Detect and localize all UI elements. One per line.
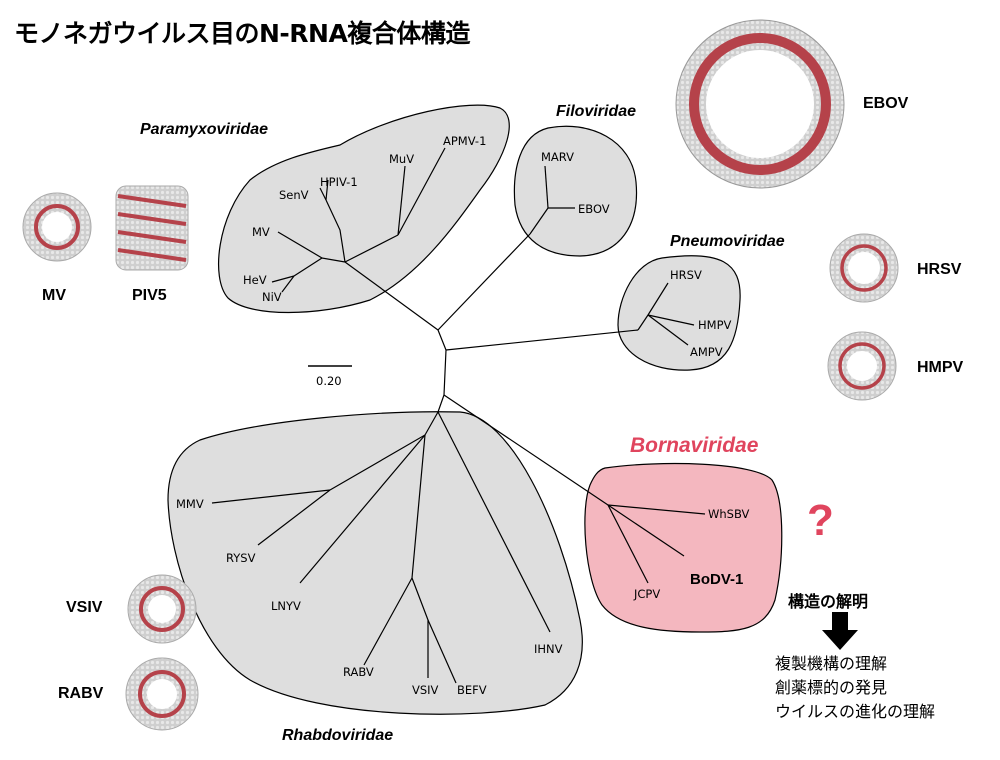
structure-ebov-ring (675, 19, 845, 189)
structure-label-ebov: EBOV (863, 95, 909, 112)
clade-pneumoviridae (617, 255, 741, 371)
label-pneumoviridae: Pneumoviridae (670, 233, 785, 250)
structure-rabv-ring (125, 657, 199, 731)
page-title: モノネガウイルス目のN-RNA複合体構造 (14, 19, 470, 48)
structure-label-piv5: PIV5 (132, 287, 167, 304)
label-rhabdoviridae: Rhabdoviridae (282, 727, 393, 744)
leaf-senv: SenV (279, 188, 309, 202)
label-paramyxoviridae: Paramyxoviridae (140, 121, 268, 138)
leaf-lnyv: LNYV (271, 599, 301, 613)
structure-hmpv-ring (827, 331, 897, 401)
structure-mv-ring (22, 192, 92, 262)
clade-bornaviridae (584, 462, 783, 633)
structure-label-hrsv: HRSV (917, 261, 962, 278)
leaf-whsbv: WhSBV (708, 507, 749, 521)
structure-vsiv-ring (127, 574, 197, 644)
outcome-item: 創薬標的の発見 (775, 678, 888, 697)
leaf-muv: MuV (389, 152, 414, 166)
leaf-ebov: EBOV (578, 202, 610, 216)
structure-reveal-label: 構造の解明 (788, 592, 869, 611)
structure-label-mv: MV (42, 287, 66, 304)
leaf-hpiv1: HPIV-1 (320, 175, 358, 189)
leaf-hrsv: HRSV (670, 268, 702, 282)
structure-piv5-helix (115, 185, 189, 271)
leaf-bodv1: BoDV-1 (690, 571, 743, 588)
outcome-item: 複製機構の理解 (775, 654, 888, 673)
clade-filoviridae (513, 125, 638, 257)
leaf-labels: APMV-1 MuV HPIV-1 SenV MV HeV NiV MARV E… (176, 134, 749, 697)
structure-label-rabv: RABV (58, 685, 104, 702)
label-filoviridae: Filoviridae (556, 103, 636, 120)
down-arrow-icon (822, 612, 858, 650)
leaf-mmv: MMV (176, 497, 204, 511)
leaf-apmv1: APMV-1 (443, 134, 486, 148)
outcomes-list: 複製機構の理解 創薬標的の発見 ウイルスの進化の理解 (775, 652, 935, 724)
leaf-rabv: RABV (343, 665, 374, 679)
leaf-hmpv: HMPV (698, 318, 732, 332)
leaf-niv: NiV (262, 290, 282, 304)
leaf-marv: MARV (541, 150, 574, 164)
leaf-rysv: RYSV (226, 551, 256, 565)
leaf-mv: MV (252, 225, 270, 239)
leaf-jcpv: JCPV (633, 587, 660, 601)
leaf-ampv: AMPV (690, 345, 723, 359)
structure-label-vsiv: VSIV (66, 599, 103, 616)
structure-label-hmpv: HMPV (917, 359, 964, 376)
label-bornaviridae: Bornaviridae (630, 434, 759, 457)
outcome-item: ウイルスの進化の理解 (775, 702, 936, 721)
leaf-vsiv: VSIV (412, 683, 439, 697)
question-mark: ? (807, 496, 834, 545)
clade-paramyxoviridae (217, 104, 510, 314)
structure-hrsv-ring (829, 233, 899, 303)
tree-branches (211, 147, 706, 684)
leaf-hev: HeV (243, 273, 267, 287)
scale-bar-label: 0.20 (316, 374, 342, 388)
leaf-ihnv: IHNV (534, 642, 563, 656)
leaf-befv: BEFV (457, 683, 487, 697)
